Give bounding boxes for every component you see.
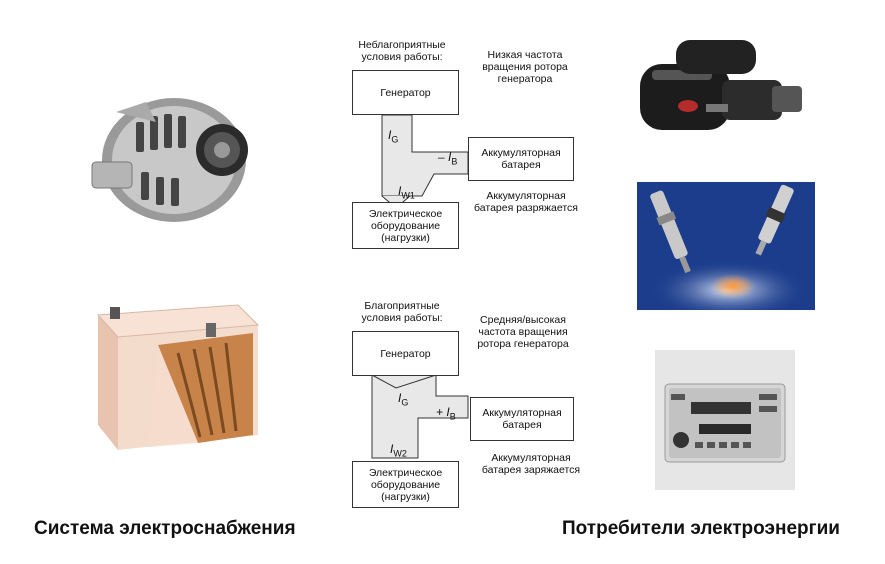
alternator-image xyxy=(86,82,256,232)
bottom-current-batt: + IB xyxy=(436,405,456,422)
starter-motor-image xyxy=(632,36,810,148)
top-rotor-note: Низкая частота вращения ротора генератор… xyxy=(482,49,568,85)
car-battery-image xyxy=(88,285,266,455)
top-current-load: IW1 xyxy=(398,184,415,201)
top-current-gen: IG xyxy=(388,128,399,145)
left-caption: Система электроснабжения xyxy=(34,518,296,539)
bottom-generator-box: Генератор xyxy=(352,331,459,376)
bottom-conditions-label: Благоприятные условия работы: xyxy=(361,300,443,324)
top-conditions-label: Неблагоприятные условия работы: xyxy=(358,39,446,63)
top-load-box: Электрическое оборудование (нагрузки) xyxy=(352,202,459,249)
bottom-battery-box: Аккумуляторная батарея xyxy=(470,397,574,441)
bottom-battery-current-arrow xyxy=(436,395,469,418)
bottom-current-gen: IG xyxy=(398,391,409,408)
top-battery-box: Аккумуляторная батарея xyxy=(468,137,574,181)
bottom-status-label: Аккумуляторная батарея заряжается xyxy=(481,452,581,476)
top-generator-box: Генератор xyxy=(352,70,459,115)
bottom-rotor-note: Средняя/высокая частота вращения ротора … xyxy=(477,314,569,350)
car-radio-image xyxy=(655,350,795,490)
fuel-injectors-image xyxy=(637,182,815,310)
top-status-label: Аккумуляторная батарея разряжается xyxy=(474,190,578,214)
right-caption: Потребители электроэнергии xyxy=(562,518,840,539)
bottom-flow-diagram xyxy=(371,374,469,459)
bottom-load-box: Электрическое оборудование (нагрузки) xyxy=(352,461,459,508)
bottom-current-load: IW2 xyxy=(390,442,407,459)
top-current-batt: – IB xyxy=(438,150,458,167)
